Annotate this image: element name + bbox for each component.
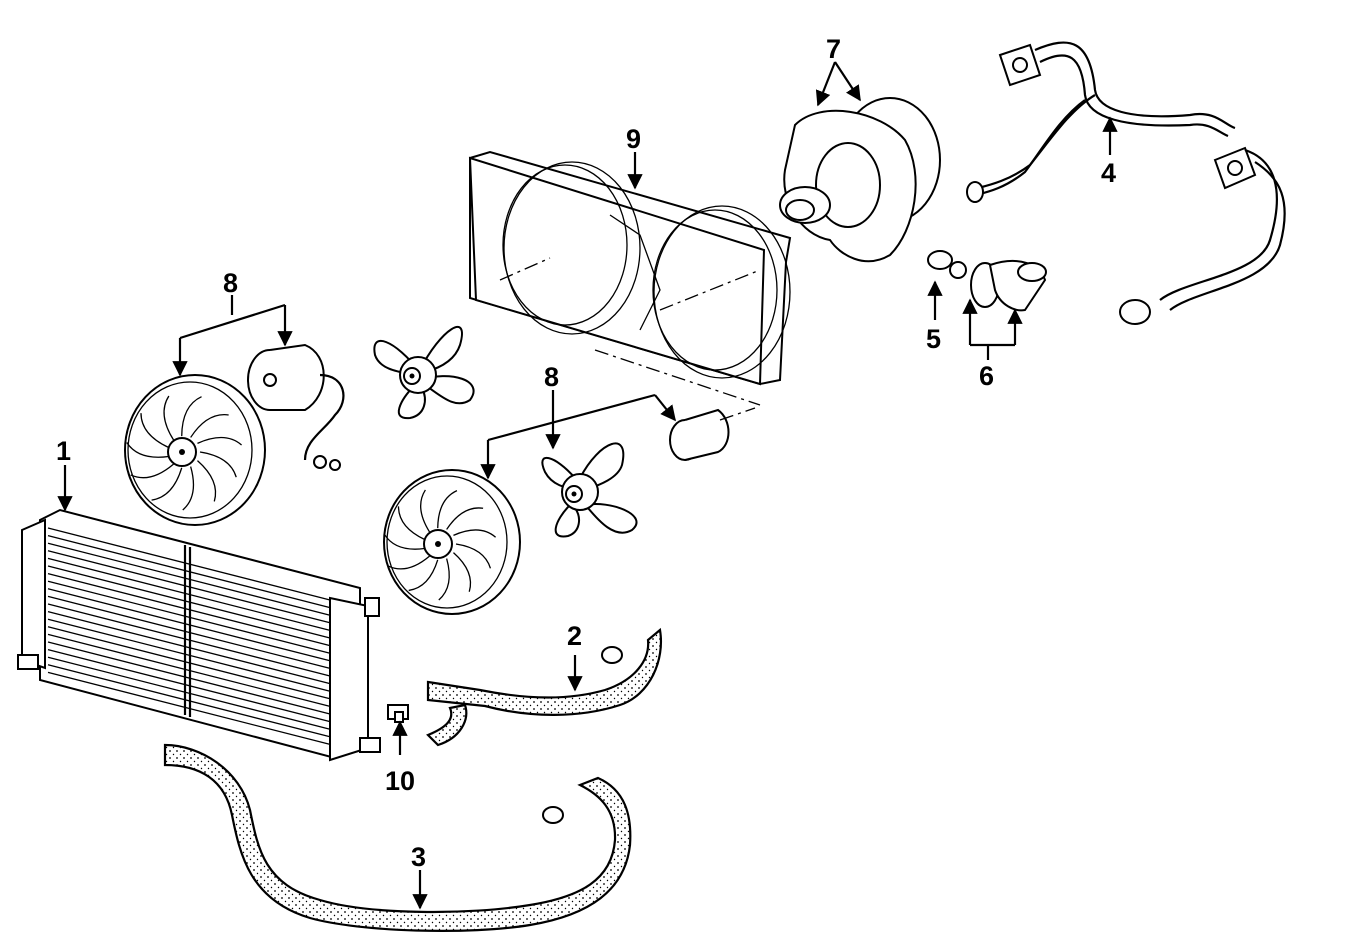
callout-6: 6: [979, 361, 994, 391]
callout-9: 9: [626, 124, 641, 154]
temperature-switch: [387, 704, 409, 723]
callout-8-left: 8: [223, 268, 238, 298]
callout-3: 3: [411, 842, 426, 872]
fan-blades-right: [384, 489, 497, 601]
callout-8-center: 8: [544, 362, 559, 392]
callout-10: 10: [385, 766, 415, 796]
coolant-pipe: [966, 41, 1286, 325]
callout-2: 2: [567, 621, 582, 651]
callout-1: 1: [56, 436, 71, 466]
cooling-fan-right: [383, 469, 521, 615]
callout-4: 4: [1101, 158, 1116, 188]
callout-7: 7: [826, 34, 841, 64]
fan-motor-left: [247, 343, 345, 471]
lower-hose: [163, 743, 632, 932]
fan-blade-lower: [541, 442, 638, 538]
upper-hose: [426, 627, 662, 747]
fan-blades-left: [126, 395, 243, 511]
fan-blade-upper: [373, 325, 475, 420]
water-pump: [779, 97, 941, 263]
thermostat-housing: [970, 260, 1047, 312]
fan-motor-right: [669, 407, 756, 461]
radiator: [17, 508, 381, 762]
leader-lines: [57, 61, 1118, 910]
cooling-fan-left: [124, 374, 266, 526]
thermostat: [927, 250, 967, 279]
fan-shroud: [468, 150, 792, 406]
callout-5: 5: [926, 324, 941, 354]
